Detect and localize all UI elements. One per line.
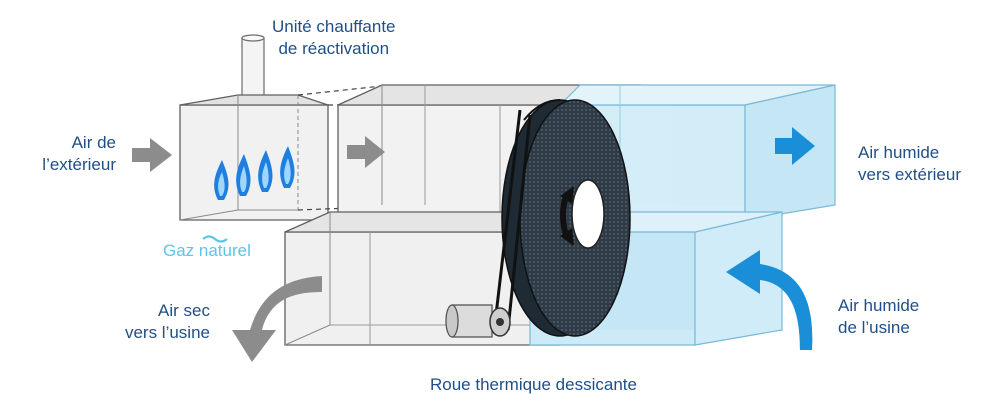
flame-icon xyxy=(214,146,295,200)
dry-air-label: Air sec vers l’usine xyxy=(124,301,210,342)
heater-box xyxy=(179,94,329,221)
motor xyxy=(445,304,511,338)
dry-air-arrow xyxy=(232,276,322,362)
drive-belt xyxy=(494,109,532,331)
humid-exhaust-label: Air humide vers extérieur xyxy=(858,143,961,184)
humid-plant-label: Air humide de l’usine xyxy=(838,296,920,337)
outside-air-label: Air de l’extérieur xyxy=(42,133,116,174)
humid-exhaust-arrow xyxy=(775,127,815,165)
heated-air-arrow xyxy=(347,136,385,168)
natural-gas-label: Gaz naturel xyxy=(163,241,251,260)
humid-plant-arrow xyxy=(726,250,813,350)
desiccant-wheel xyxy=(501,99,631,337)
wheel-label: Roue thermique dessicante xyxy=(430,375,637,394)
heater-label: Unité chauffante de réactivation xyxy=(272,17,396,58)
wave-icon xyxy=(202,235,228,243)
outside-air-arrow xyxy=(132,138,172,172)
